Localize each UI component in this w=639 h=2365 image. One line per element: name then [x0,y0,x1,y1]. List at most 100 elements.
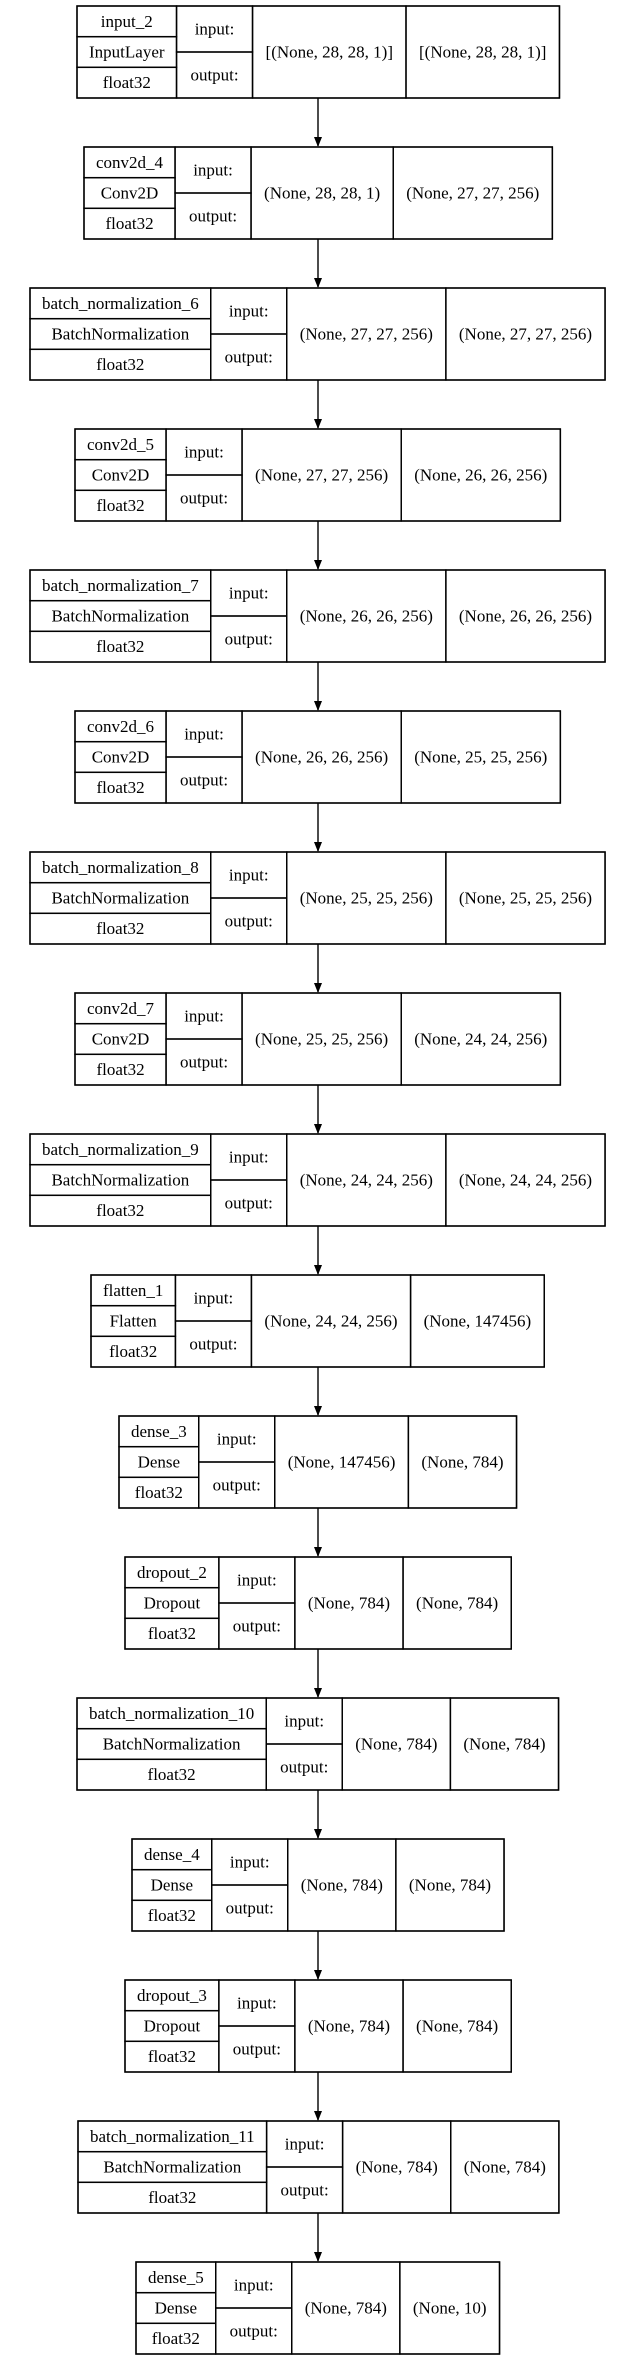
layer-name: dense_4 [144,1845,200,1864]
output-label: output: [233,2040,281,2059]
layer-name: batch_normalization_7 [42,576,199,595]
output-shape: (None, 27, 27, 256) [459,325,592,344]
input-shape: (None, 26, 26, 256) [300,607,433,626]
output-label: output: [180,489,228,508]
output-shape-cell [445,287,606,381]
layer-name: dense_3 [131,1422,187,1441]
input-label: input: [284,1712,324,1731]
output-shape-cell [400,992,562,1086]
layer-type: Dense [138,1453,180,1472]
output-shape: (None, 25, 25, 256) [459,889,592,908]
layer-name: batch_normalization_10 [89,1704,254,1723]
output-shape: (None, 147456) [424,1312,532,1331]
output-label: output: [280,1758,328,1777]
layer-node: conv2d_7Conv2Dfloat32input:output:(None,… [74,992,562,1086]
output-label: output: [225,348,273,367]
layer-type: BatchNormalization [51,1171,189,1190]
input-label: input: [217,1430,257,1449]
output-shape-cell [400,428,562,522]
layer-type: BatchNormalization [51,607,189,626]
input-shape: (None, 27, 27, 256) [255,466,388,485]
layer-dtype: float32 [105,214,153,233]
output-shape: (None, 25, 25, 256) [414,748,547,767]
layer-name: conv2d_4 [96,153,164,172]
layer-node: conv2d_4Conv2Dfloat32input:output:(None,… [83,146,554,240]
output-shape-cell [450,2120,560,2214]
layer-dtype: float32 [148,1624,196,1643]
layer-name: batch_normalization_9 [42,1140,199,1159]
input-label: input: [229,1148,269,1167]
output-label: output: [225,1194,273,1213]
output-shape: (None, 26, 26, 256) [414,466,547,485]
layer-type: Conv2D [101,184,159,203]
output-shape: (None, 24, 24, 256) [459,1171,592,1190]
layer-type: BatchNormalization [103,1735,241,1754]
layer-name: batch_normalization_11 [90,2127,255,2146]
output-shape: (None, 784) [409,1876,491,1895]
output-shape: (None, 26, 26, 256) [459,607,592,626]
layer-dtype: float32 [148,2047,196,2066]
input-shape: (None, 784) [308,1594,390,1613]
layer-node: dropout_2Dropoutfloat32input:output:(Non… [124,1556,512,1650]
layer-dtype: float32 [148,1906,196,1925]
output-shape: (None, 27, 27, 256) [406,184,539,203]
layer-node: input_2InputLayerfloat32input:output:[(N… [76,5,561,99]
output-shape-cell [409,1274,545,1368]
input-label: input: [285,2135,325,2154]
output-shape-cell [392,146,554,240]
layer-dtype: float32 [96,1201,144,1220]
output-label: output: [180,771,228,790]
output-shape-cell [400,710,562,804]
output-shape-cell [445,1133,606,1227]
input-label: input: [193,161,233,180]
input-shape: (None, 28, 28, 1) [264,184,380,203]
output-shape-cell [445,851,606,945]
output-shape-cell [407,1415,518,1509]
output-shape: (None, 784) [416,2017,498,2036]
layer-name: dropout_2 [137,1563,207,1582]
input-label: input: [195,20,235,39]
output-label: output: [189,1335,237,1354]
output-shape-cell [402,1556,512,1650]
layer-type: InputLayer [89,43,165,62]
output-shape: (None, 784) [421,1453,503,1472]
input-label: input: [184,1007,224,1026]
output-shape-cell [402,1979,512,2073]
layer-node: batch_normalization_11BatchNormalization… [77,2120,560,2214]
output-shape-cell [445,569,606,663]
output-label: output: [180,1053,228,1072]
layer-name: batch_normalization_8 [42,858,199,877]
input-label: input: [237,1571,277,1590]
input-label: input: [184,725,224,744]
output-shape-cell [395,1838,505,1932]
layer-dtype: float32 [96,778,144,797]
layer-dtype: float32 [96,355,144,374]
layer-type: BatchNormalization [51,325,189,344]
layer-node: dropout_3Dropoutfloat32input:output:(Non… [124,1979,512,2073]
output-label: output: [230,2322,278,2341]
output-shape: (None, 24, 24, 256) [414,1030,547,1049]
input-label: input: [230,1853,270,1872]
layer-node: batch_normalization_8BatchNormalizationf… [29,851,606,945]
layer-name: dropout_3 [137,1986,207,2005]
layer-nodes: input_2InputLayerfloat32input:output:[(N… [29,5,606,2355]
output-label: output: [233,1617,281,1636]
layer-type: Dense [151,1876,193,1895]
output-shape: (None, 784) [416,1594,498,1613]
layer-name: dense_5 [148,2268,204,2287]
layer-dtype: float32 [148,1765,196,1784]
input-shape: [(None, 28, 28, 1)] [266,43,393,62]
output-label: output: [190,66,238,85]
layer-type: Dropout [144,2017,201,2036]
output-shape: [(None, 28, 28, 1)] [419,43,546,62]
input-shape: (None, 784) [308,2017,390,2036]
input-label: input: [184,443,224,462]
layer-node: batch_normalization_6BatchNormalizationf… [29,287,606,381]
layer-dtype: float32 [152,2329,200,2348]
input-shape: (None, 26, 26, 256) [255,748,388,767]
input-shape: (None, 784) [305,2299,387,2318]
